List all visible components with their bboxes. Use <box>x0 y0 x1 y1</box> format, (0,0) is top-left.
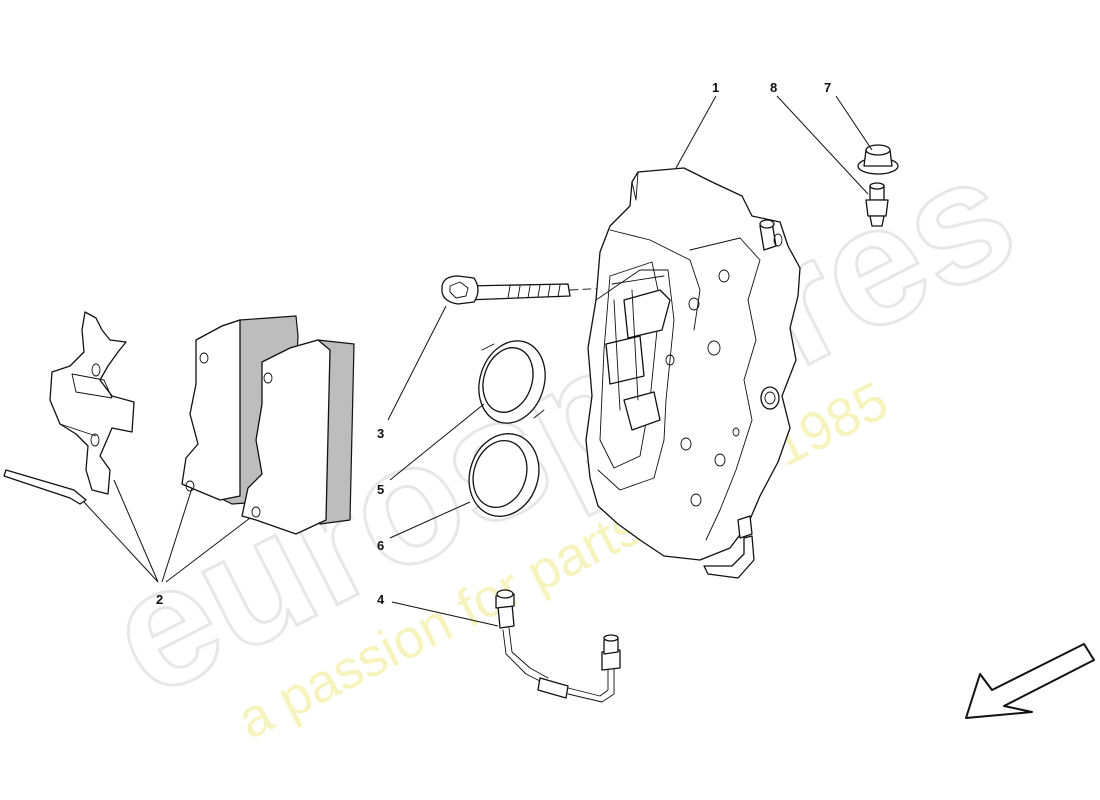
dust-seal <box>468 433 540 517</box>
retaining-pin <box>3 469 87 505</box>
callouts: 1 2 3 4 5 6 7 8 <box>156 80 831 607</box>
leader-2d <box>165 517 251 583</box>
leader-2a <box>83 501 159 583</box>
callout-2: 2 <box>156 592 163 607</box>
callout-5: 5 <box>377 482 384 497</box>
brake-caliper <box>585 167 801 579</box>
leader-2c <box>161 487 193 583</box>
leader-6 <box>389 501 471 539</box>
leader-7 <box>835 95 873 151</box>
leader-5 <box>389 403 485 481</box>
callout-6: 6 <box>377 538 384 553</box>
leader-4 <box>391 601 499 627</box>
callout-7: 7 <box>824 80 831 95</box>
leader-lines <box>83 95 873 627</box>
leader-2b <box>113 479 159 583</box>
leader-3 <box>387 305 447 421</box>
callout-4: 4 <box>377 592 385 607</box>
spring-clip <box>49 311 135 495</box>
piston-seal <box>478 340 546 424</box>
bleed-cap <box>857 144 899 175</box>
leader-8 <box>776 95 869 195</box>
leader-1 <box>675 95 717 169</box>
bleed-valve <box>865 182 889 227</box>
callout-3: 3 <box>377 426 384 441</box>
brake-pad-front <box>241 339 355 535</box>
callout-1: 1 <box>712 80 719 95</box>
arrow-icon <box>965 643 1095 719</box>
brake-pipe <box>495 589 621 703</box>
callout-8: 8 <box>770 80 777 95</box>
